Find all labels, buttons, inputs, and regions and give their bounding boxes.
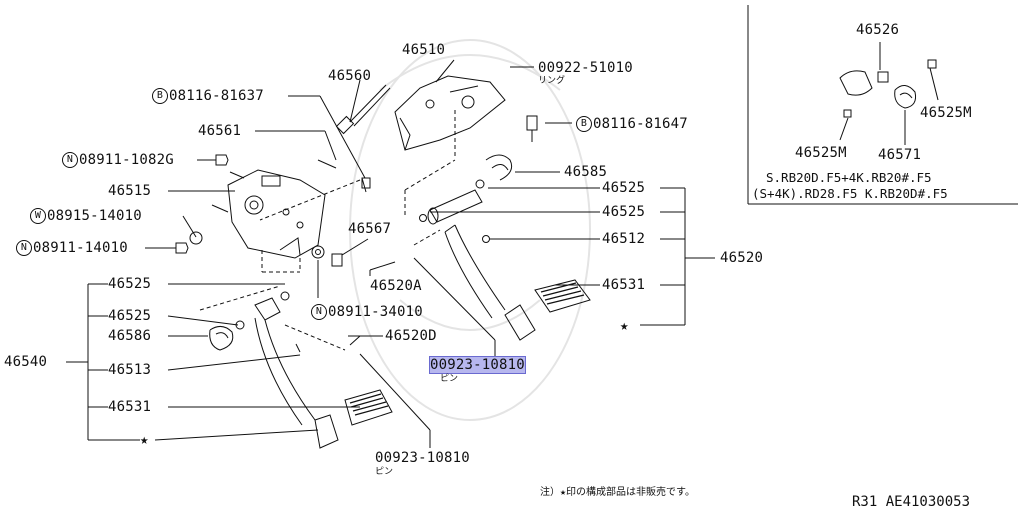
label-46585: 46585 [564,164,608,180]
label-46525-left-2: 46525 [108,308,152,324]
fasteners-left [175,154,371,267]
label-00923-10810-sub-2: ピン [375,467,394,477]
label-46567: 46567 [348,221,392,237]
label-46525-right-2: 46525 [602,204,646,220]
leader-lines [66,59,715,448]
label-46513: 46513 [108,362,152,378]
bracket-46515 [227,169,326,259]
bolt-08116-81647 [526,115,538,142]
label-46520A: 46520A [370,278,422,294]
label-46525-left-1: 46525 [108,276,152,292]
nut-mark-icon: N [16,240,32,256]
label-46586: 46586 [108,328,152,344]
bracket-46510 [394,75,506,151]
label-46525-right-1: 46525 [602,180,646,196]
label-00923-10810-highlighted[interactable]: 00923-10810 [429,356,526,374]
inset-label-46526: 46526 [856,22,900,38]
inset-label-46525M-left: 46525M [795,145,847,161]
washer-mark-icon: W [30,208,46,224]
label-46520D: 46520D [385,328,437,344]
label-00923-10810: 00923-10810 [375,450,470,466]
label-00923-10810-sub-1: ピン [440,374,459,384]
inset-label-46525M-right: 46525M [920,105,972,121]
nut-mark-icon: N [62,152,78,168]
inset-box [747,5,1018,205]
pedal-46540 [209,291,393,449]
pedal-46520 [419,154,591,341]
dashed-lines [199,110,456,351]
inset-model-line-1: S.RB20D.F5+4K.RB20#.F5 [766,170,932,185]
star-left: ★ [140,432,149,448]
label-46560: 46560 [328,68,372,84]
label-46512: 46512 [602,231,646,247]
star-right: ★ [620,318,629,334]
footer-note: 注）★印の構成部品は非販売です。 [540,487,696,498]
label-46515: 46515 [108,183,152,199]
label-46531-left: 46531 [108,399,152,415]
bolt-mark-icon: B [152,88,168,104]
inset-model-line-2: (S+4K).RD28.F5 K.RB20D#.F5 [752,186,948,201]
nut-mark-icon: N [311,304,327,320]
label-46520: 46520 [720,250,764,266]
label-00922-51010: 00922-51010 [538,60,633,76]
inset-label-46571: 46571 [878,147,922,163]
label-46531-right: 46531 [602,277,646,293]
watermark [349,39,591,421]
label-00922-51010-sub: リング [538,76,566,86]
bolt-46560 [335,84,391,135]
bolt-mark-icon: B [576,116,592,132]
label-46540: 46540 [4,354,48,370]
label-46510: 46510 [402,42,446,58]
label-46561: 46561 [198,123,242,139]
diagram-code: R31 AE41030053 [852,494,971,510]
